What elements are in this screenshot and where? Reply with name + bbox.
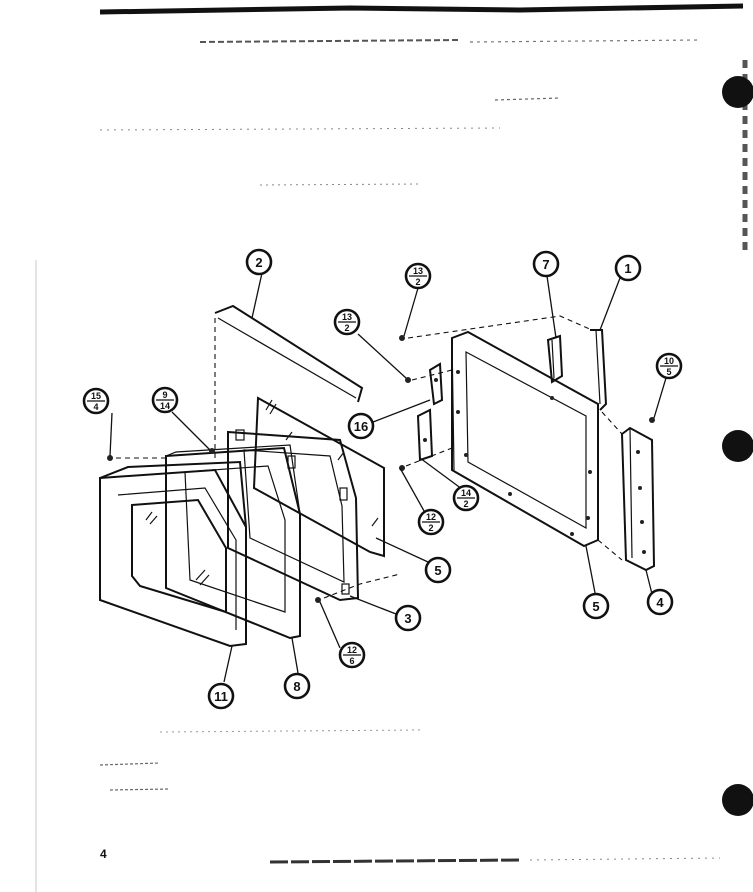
callout-8: 8 xyxy=(283,672,311,700)
fraction-callout-13-2-top: 13 2 xyxy=(404,262,432,290)
part-glass xyxy=(252,396,385,558)
part-top-panel xyxy=(214,304,364,460)
svg-text:14: 14 xyxy=(461,488,471,498)
svg-text:4: 4 xyxy=(656,595,664,610)
leader-lines xyxy=(109,272,667,683)
part-inner-panel xyxy=(227,429,360,602)
fraction-callout-14-2: 14 2 xyxy=(452,484,480,512)
fraction-callout-12-6: 12 6 xyxy=(338,641,366,669)
svg-text:2: 2 xyxy=(428,523,433,533)
part-front-frame xyxy=(99,460,247,648)
svg-text:2: 2 xyxy=(463,499,468,509)
callout-4: 4 xyxy=(646,588,674,616)
svg-text:11: 11 xyxy=(214,689,228,704)
alignment-lines xyxy=(116,315,623,599)
fraction-callout-13-2-mid: 13 2 xyxy=(333,308,361,336)
svg-text:10: 10 xyxy=(664,356,674,366)
svg-text:3: 3 xyxy=(404,611,411,626)
page-number: 4 xyxy=(100,847,107,861)
svg-text:2: 2 xyxy=(415,277,420,287)
callout-7: 7 xyxy=(532,250,560,278)
scan-artifacts xyxy=(35,3,753,892)
callout-5-glass: 5 xyxy=(424,556,452,584)
callout-1: 1 xyxy=(614,254,642,282)
svg-text:15: 15 xyxy=(91,391,101,401)
svg-text:1: 1 xyxy=(624,261,631,276)
callout-2: 2 xyxy=(245,248,273,276)
callout-3: 3 xyxy=(394,604,422,632)
svg-text:13: 13 xyxy=(413,266,423,276)
part-inner-frame xyxy=(165,444,301,640)
svg-text:2: 2 xyxy=(255,255,262,270)
callout-5-liner: 5 xyxy=(582,592,610,620)
svg-text:2: 2 xyxy=(344,323,349,333)
part-bracket-7 xyxy=(546,334,564,384)
part-hinge-rail xyxy=(620,426,656,572)
svg-text:5: 5 xyxy=(592,599,599,614)
svg-text:12: 12 xyxy=(347,645,357,655)
fraction-callout-12-2: 12 2 xyxy=(417,508,445,536)
svg-text:13: 13 xyxy=(342,312,352,322)
svg-text:6: 6 xyxy=(349,656,354,666)
svg-text:9: 9 xyxy=(162,390,167,400)
svg-text:8: 8 xyxy=(293,679,300,694)
svg-text:5: 5 xyxy=(434,563,441,578)
part-door-liner xyxy=(451,330,599,548)
svg-text:16: 16 xyxy=(354,419,368,434)
callout-11: 11 xyxy=(207,682,235,710)
part-trim-strip xyxy=(590,329,608,411)
callout-16: 16 xyxy=(347,412,375,440)
svg-text:4: 4 xyxy=(93,402,98,412)
part-hinge-bracket xyxy=(416,362,444,462)
fraction-callout-10-5: 10 5 xyxy=(655,352,683,380)
fraction-callout-15-4: 15 4 xyxy=(82,387,110,415)
svg-text:14: 14 xyxy=(160,401,170,411)
svg-text:5: 5 xyxy=(666,367,671,377)
fraction-callout-9-14: 9 14 xyxy=(151,386,179,414)
svg-text:7: 7 xyxy=(542,257,549,272)
screws xyxy=(107,335,655,603)
svg-text:12: 12 xyxy=(426,512,436,522)
